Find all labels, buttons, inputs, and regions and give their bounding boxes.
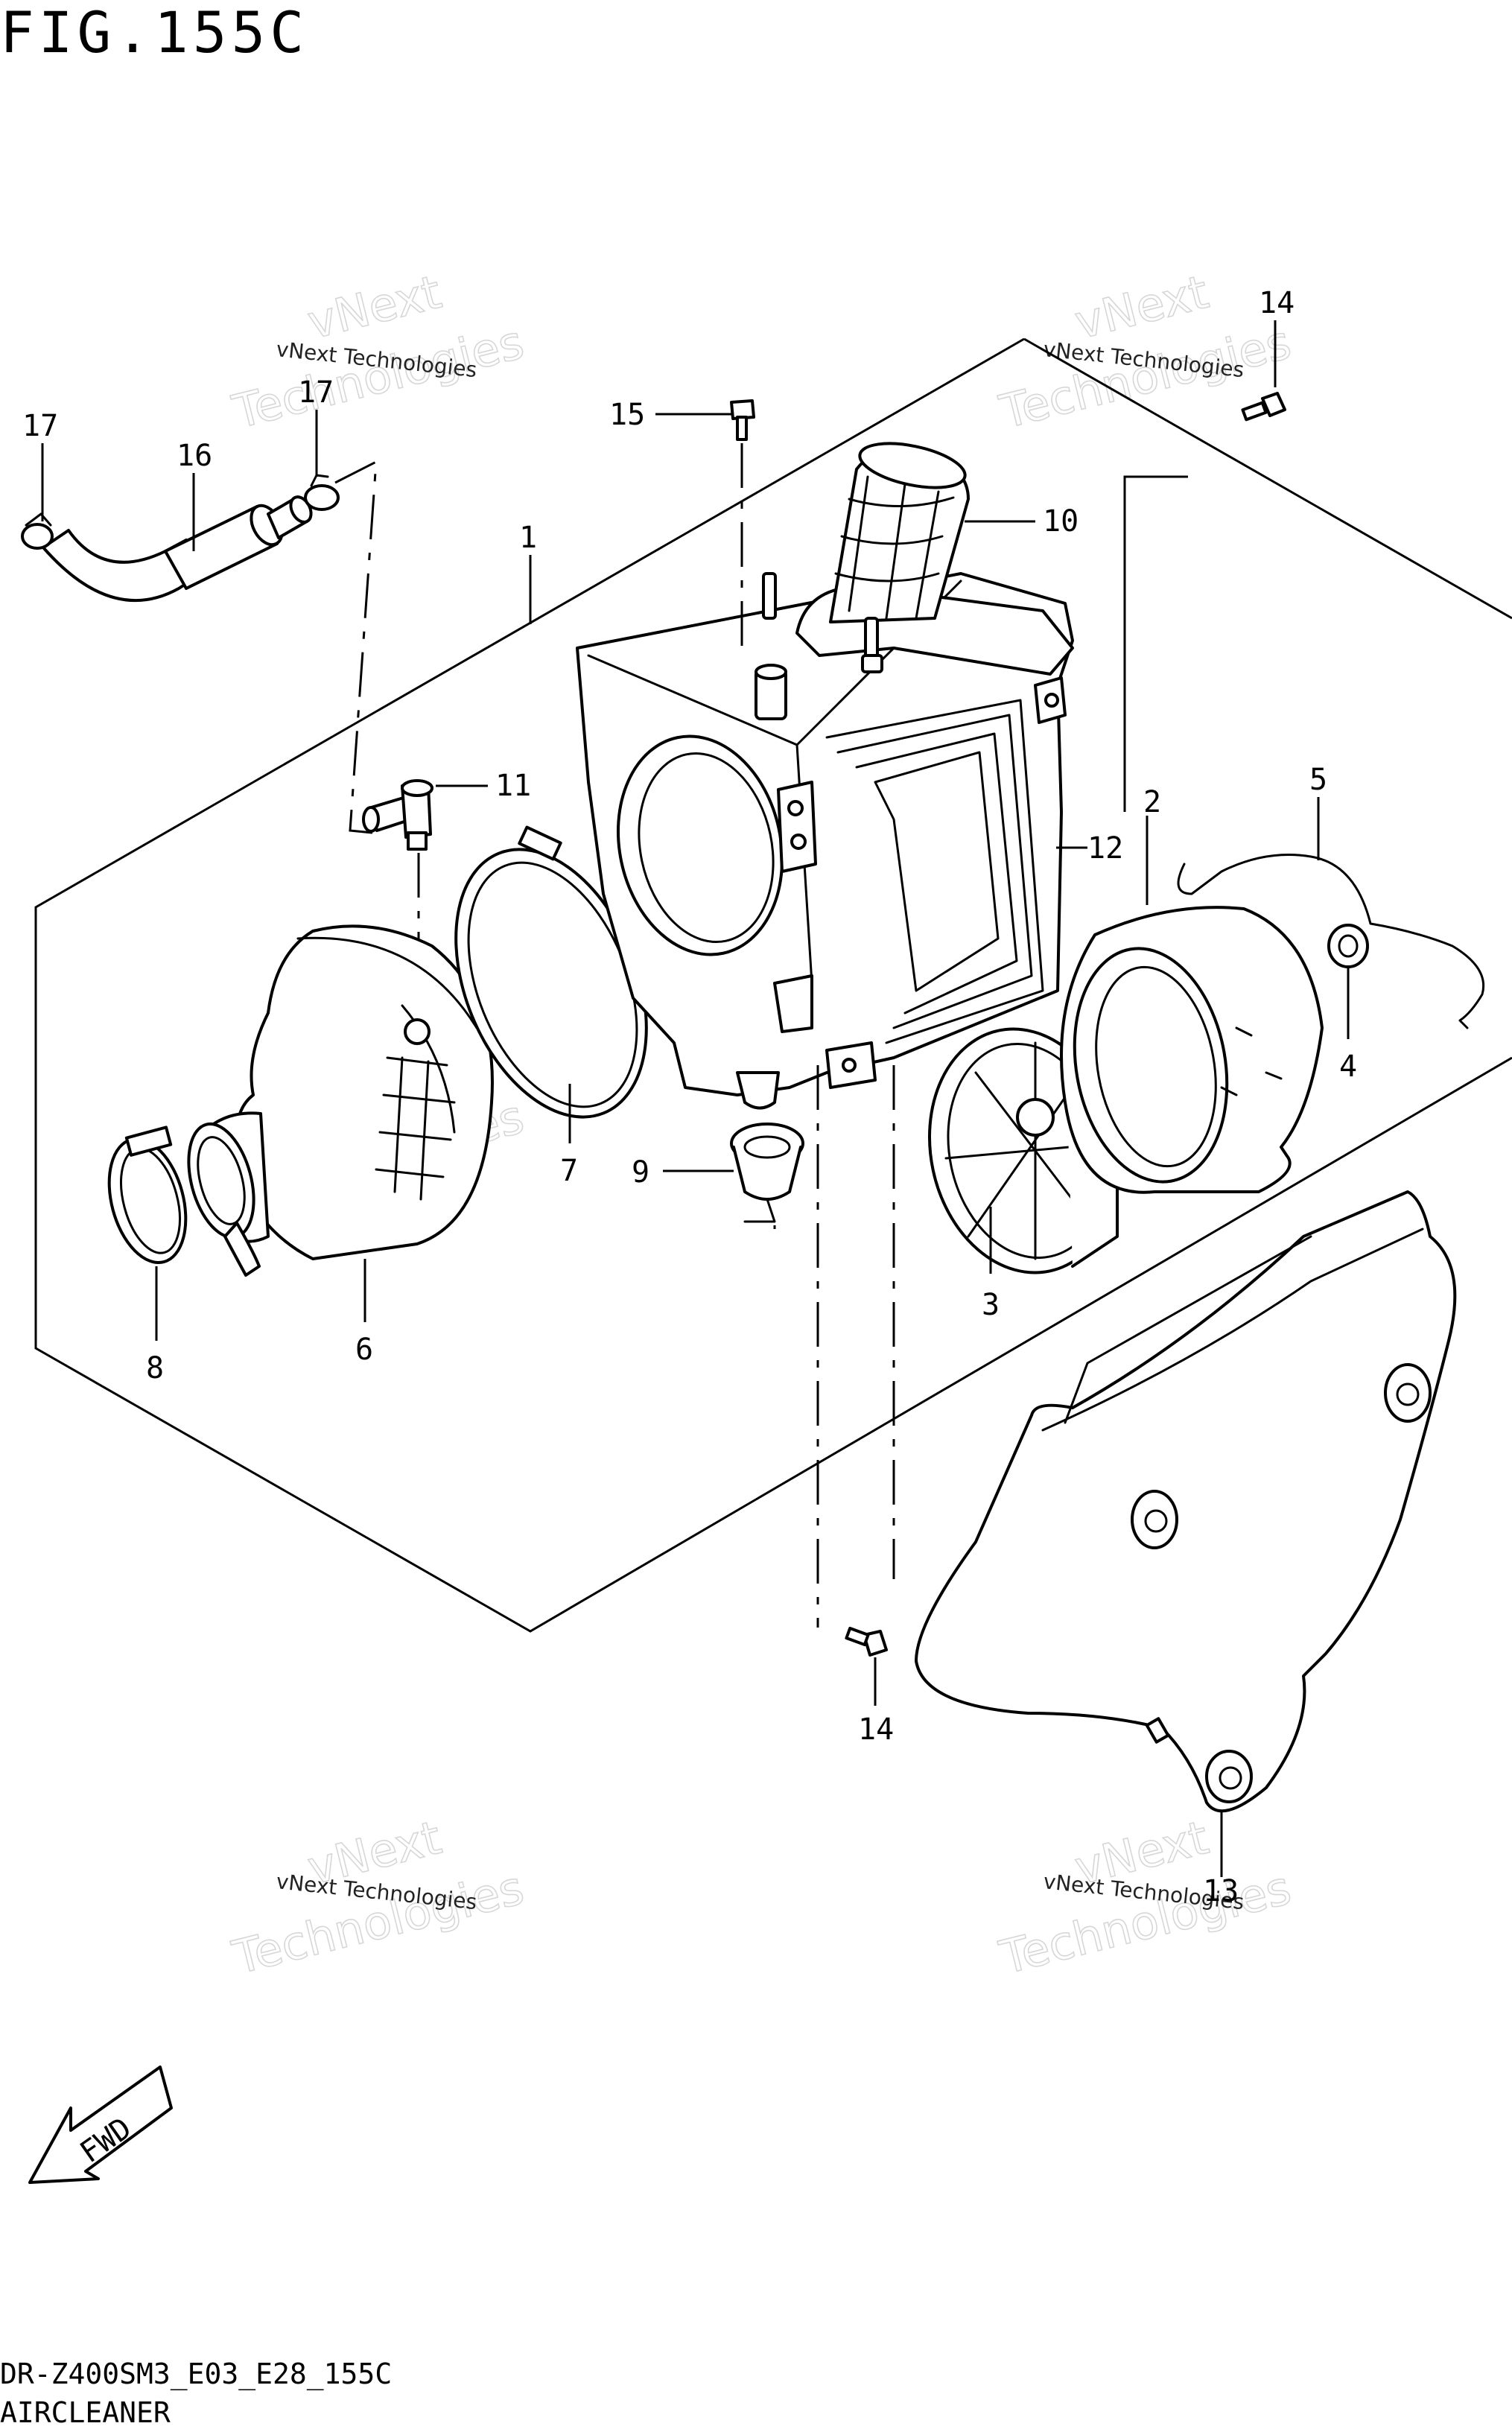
callout-15: 15	[609, 398, 645, 432]
hose-clamp-right	[304, 474, 340, 511]
callout-13: 13	[1203, 1874, 1239, 1908]
assembly-boundary	[1123, 475, 1188, 812]
air-filter-element	[1060, 906, 1324, 1194]
watermark-bottom-right: vNext Technologies vNext Technologies	[994, 1809, 1297, 1985]
callout-10: 10	[1043, 504, 1079, 539]
boot-clamp	[107, 1125, 188, 1265]
leader-lines	[41, 320, 1350, 1877]
callout-14-top: 14	[1259, 286, 1295, 320]
callout-14-bottom: 14	[858, 1712, 894, 1747]
callout-12: 12	[1087, 831, 1123, 866]
screw-15	[730, 399, 755, 441]
washer	[1327, 924, 1369, 968]
callout-1: 1	[519, 521, 537, 555]
callout-5: 5	[1309, 763, 1327, 797]
callout-6: 6	[355, 1333, 373, 1367]
callout-9: 9	[632, 1155, 649, 1190]
callout-11: 11	[495, 769, 531, 803]
breather-hose	[42, 495, 313, 603]
intake-boot	[187, 924, 494, 1277]
callout-8: 8	[146, 1351, 164, 1385]
screw-14-bottom	[845, 1626, 888, 1657]
callout-16: 16	[177, 439, 212, 473]
callout-17-right: 17	[298, 375, 334, 410]
elbow-fitting	[362, 779, 433, 851]
callout-7: 7	[560, 1154, 578, 1188]
callout-17-left: 17	[22, 409, 58, 443]
hose-route-line	[334, 460, 378, 834]
element-wire-clip	[1177, 854, 1485, 1029]
air-cleaner-case	[576, 442, 1074, 1110]
assembly-outline	[34, 337, 1512, 1633]
figure-caption: AIRCLEANER	[0, 2396, 171, 2428]
figure-code: DR-Z400SM3_E03_E28_155C	[0, 2358, 392, 2391]
callout-4: 4	[1339, 1050, 1357, 1084]
case-gasket	[454, 825, 648, 1119]
callout-2: 2	[1143, 785, 1161, 819]
drain-plug	[730, 1123, 804, 1223]
figure-title: FIG.155C	[0, 0, 308, 66]
screw-14-top	[1241, 392, 1286, 422]
watermark-bottom-left: vNext Technologies vNext Technologies	[226, 1809, 530, 1985]
watermark-top-left: vNext Technologies vNext Technologies	[226, 264, 530, 439]
callout-3: 3	[982, 1288, 1000, 1322]
forward-arrow-icon: FWD	[28, 2066, 173, 2184]
side-cover	[915, 1190, 1457, 1813]
callout-labels: 1 2 3 4 5 6 7 8 9 10 11 12 13 14 14 15 1…	[22, 286, 1357, 1908]
hose-clamp-left	[21, 512, 54, 550]
